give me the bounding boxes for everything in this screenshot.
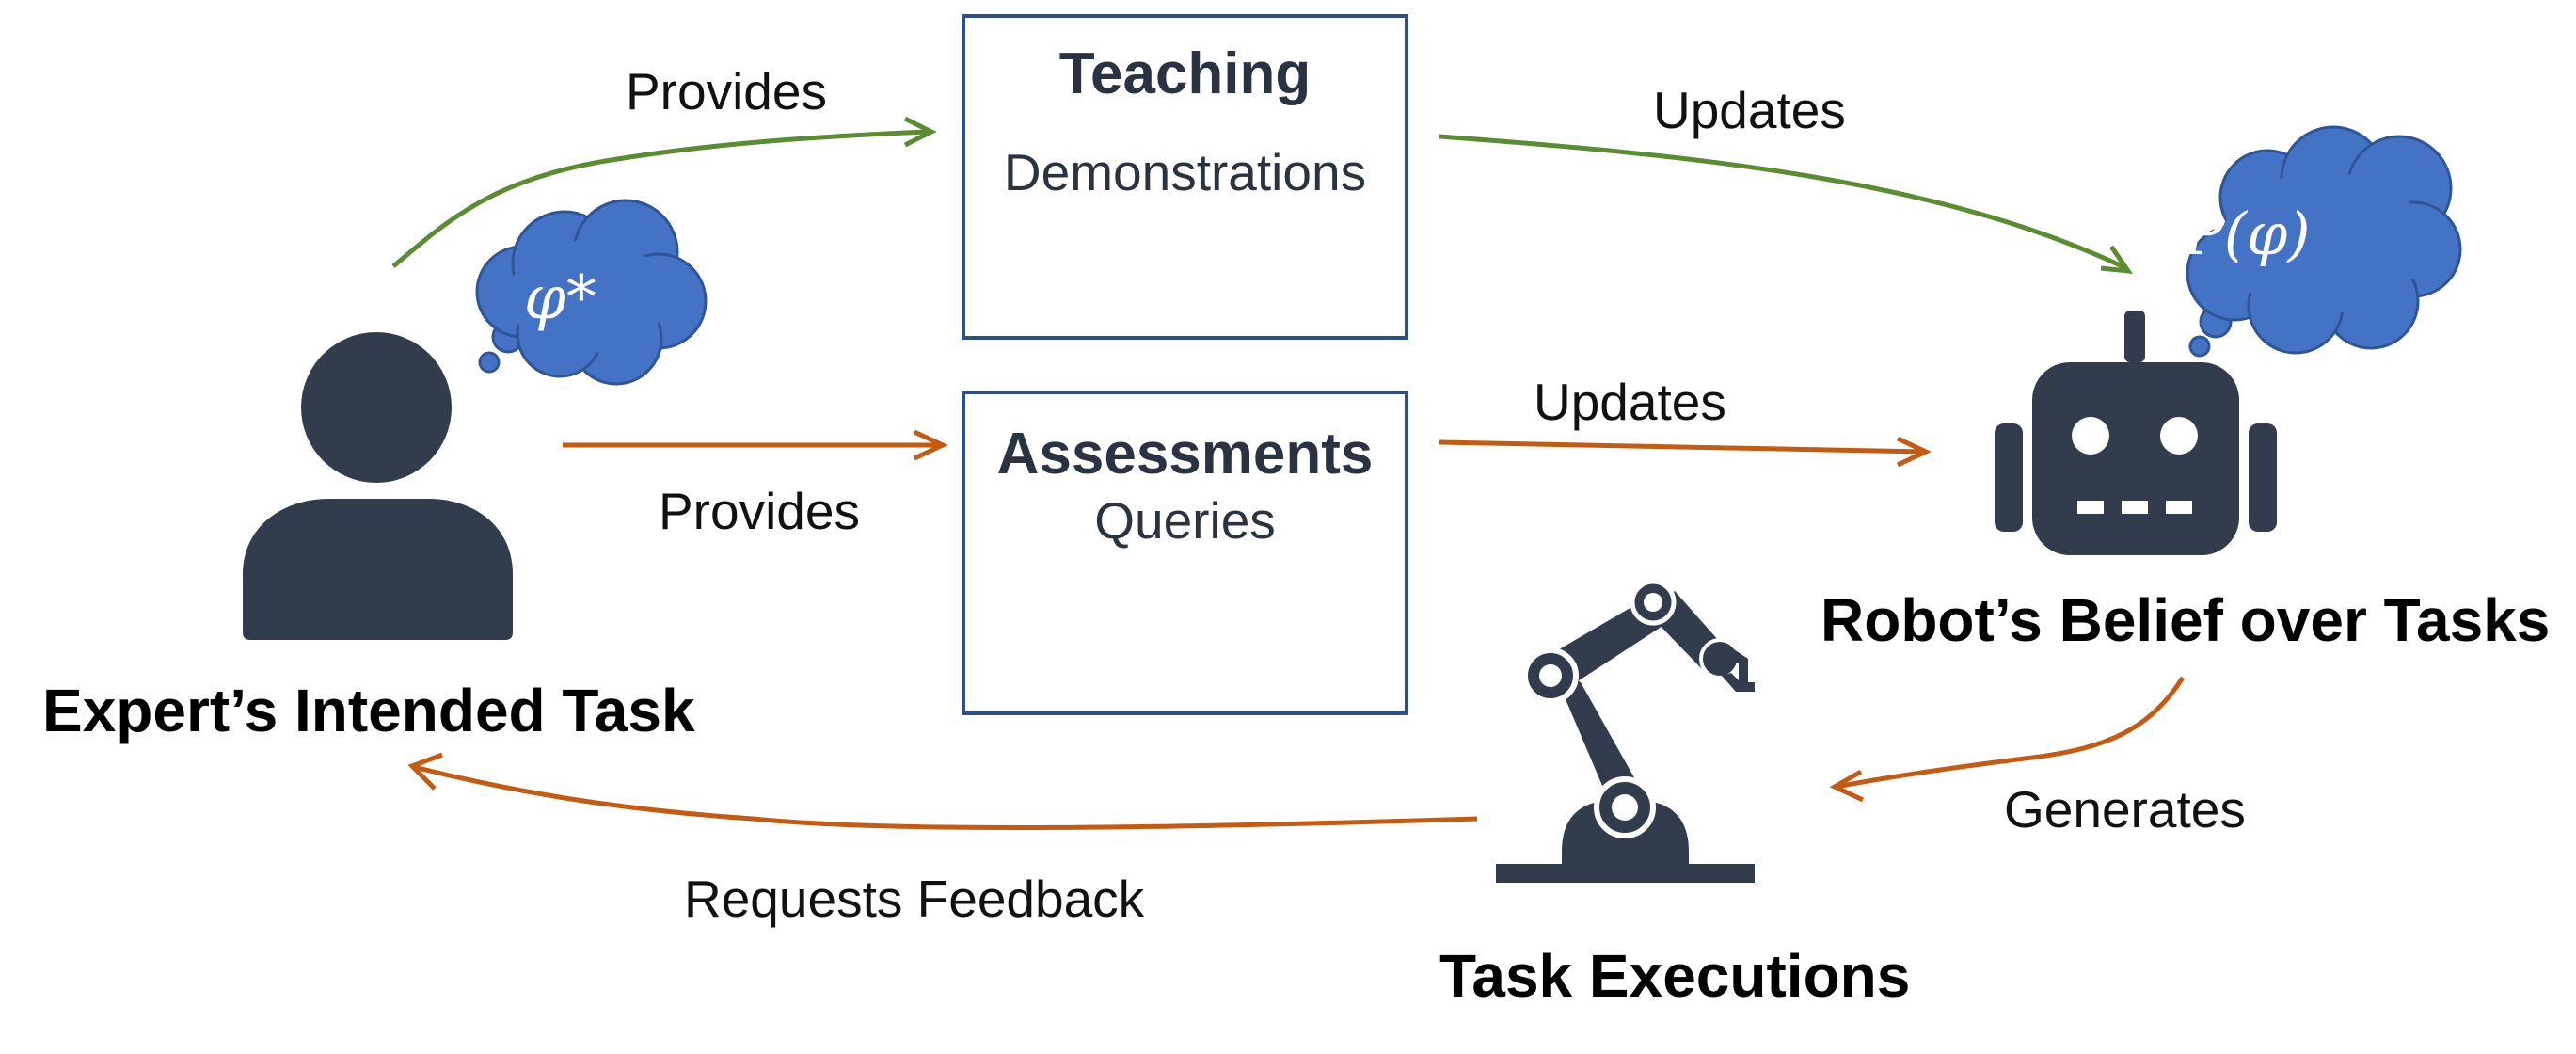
edge-label-updates-teaching: Updates xyxy=(1653,81,1846,139)
robot-arm-icon xyxy=(1496,579,1755,883)
arrow-expert-to-assessments xyxy=(563,429,948,461)
thought-bubble-icon xyxy=(2186,125,2462,358)
edge-label-generates: Generates xyxy=(2004,780,2246,838)
edge-label-updates-assessments: Updates xyxy=(1534,373,1726,431)
robot-label: Robot’s Belief over Tasks xyxy=(1821,586,2551,654)
arrow-assessments-to-robot xyxy=(1439,436,1932,468)
expert-label: Expert’s Intended Task xyxy=(42,677,695,744)
robot-head-icon xyxy=(1995,311,2277,555)
assessments-subtitle: Queries xyxy=(1094,491,1276,550)
arrow-executions-to-expert xyxy=(407,752,1478,830)
executions-label: Task Executions xyxy=(1439,942,1911,1010)
arrow-teaching-to-robot xyxy=(1439,134,2134,275)
thought-bubble-icon xyxy=(475,199,708,386)
teaching-subtitle: Demonstrations xyxy=(1003,143,1367,201)
robot-thought-symbol: P(φ) xyxy=(2185,200,2311,268)
edge-label-requests-feedback: Requests Feedback xyxy=(684,870,1145,928)
person-icon xyxy=(243,332,513,640)
teaching-title: Teaching xyxy=(1058,41,1312,106)
edge-label-provides-teaching: Provides xyxy=(626,62,827,120)
arrow-robot-to-executions xyxy=(1829,676,2186,803)
assessments-title: Assessments xyxy=(996,422,1374,487)
assessments-box: Assessments Queries xyxy=(962,391,1408,715)
expert-thought-symbol: φ* xyxy=(524,264,596,333)
edge-label-provides-assessments: Provides xyxy=(659,482,860,540)
arrow-expert-to-teaching xyxy=(391,116,937,268)
teaching-box: Teaching Demonstrations xyxy=(962,14,1408,340)
